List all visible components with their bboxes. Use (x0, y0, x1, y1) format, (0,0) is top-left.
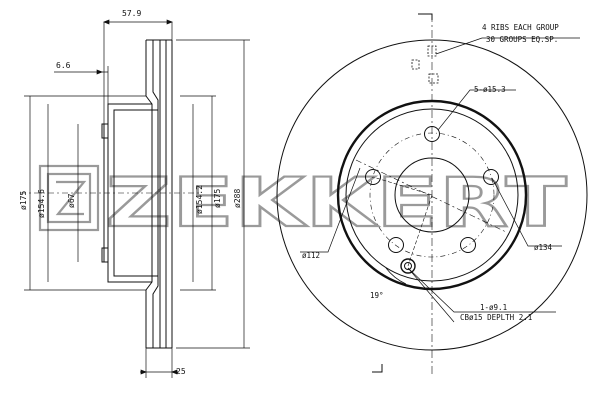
side-section-view (20, 39, 200, 349)
hub-bore (101, 123, 109, 139)
bolt-holes-label: 5-ø15.3 (474, 85, 506, 94)
section-mark-top (418, 13, 433, 20)
bolt-hole-left (365, 169, 381, 185)
pcd-label: ø112 (302, 251, 320, 260)
side-dimensions (24, 19, 250, 378)
angle-arc (385, 267, 407, 285)
dim-d154-2: ø154.2 (195, 185, 204, 214)
front-labels: 4 RIBS EACH GROUP 30 GROUPS EQ.SP. 5-ø15… (302, 23, 559, 322)
side-dimension-labels: 57.9 6.6 25 ø175 ø154.6 ø67 ø154.2 ø175 … (19, 9, 242, 376)
front-diagonal-3 (372, 176, 433, 196)
dim-d288: ø288 (233, 189, 242, 208)
hub-bore-lower (101, 247, 109, 263)
bolt-hole-lower-right (460, 237, 476, 253)
pin-hole (400, 258, 416, 274)
dim-offset: 6.6 (56, 61, 71, 70)
ribs-note-line1: 4 RIBS EACH GROUP (482, 23, 559, 32)
bolt-hole-right (483, 169, 499, 185)
front-view (276, 13, 588, 374)
dim-width-total: 57.9 (122, 9, 141, 18)
rib-marker-2 (411, 59, 420, 70)
dim-d175-inner: ø175 (213, 189, 222, 208)
disc-left-inner-face (152, 40, 159, 348)
logo-mark-icon (38, 164, 100, 232)
angle-label: 19° (370, 291, 384, 300)
hub-ring-label: ø134 (534, 243, 553, 252)
watermark-logo: ZEKKERT (38, 163, 568, 244)
counterbore-label: CBø15 DEPLTH 2.1 (460, 313, 532, 322)
ribs-note-line2: 30 GROUPS EQ.SP. (486, 35, 558, 44)
bolt-hole-lower-left (388, 237, 404, 253)
dim-d175-outer: ø175 (19, 191, 28, 210)
dim-d67: ø67 (67, 193, 76, 208)
dim-thickness: 25 (176, 367, 186, 376)
section-mark-bottom (372, 364, 383, 373)
front-leaders (300, 37, 580, 323)
rib-marker-3 (428, 73, 439, 84)
dim-d154-6: ø154.6 (37, 189, 46, 218)
pin-hole-label: 1-ø9.1 (480, 303, 507, 312)
front-diagonal-2 (407, 194, 433, 267)
rib-marker-1 (427, 45, 437, 57)
pin-hole-inner (404, 262, 412, 270)
